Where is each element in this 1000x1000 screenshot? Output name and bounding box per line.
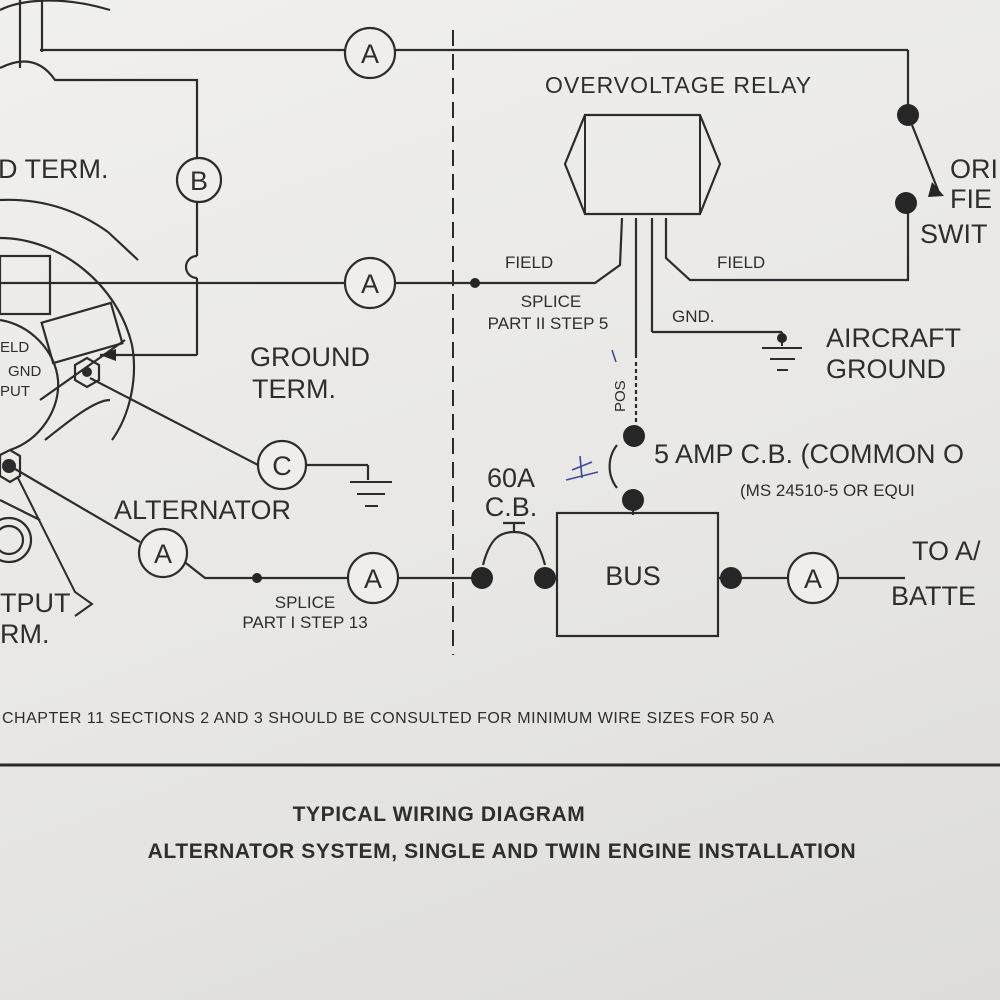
splice-2-label: SPLICE [521,292,581,311]
connector-a-field: A [343,256,397,310]
svg-text:B: B [190,166,208,196]
field-term-label: D TERM. [0,154,109,184]
connector-a-top: A [343,26,397,80]
bus-box [555,511,720,638]
ground-term-arrowhead [100,349,116,361]
hub-label-output: PUT [0,383,30,400]
field-switch-label-1: ORI [950,154,998,184]
output-term-label-2: RM. [0,619,50,649]
battery-label-2: BATTE [891,581,976,611]
overvoltage-relay-box [563,113,722,216]
alternator-label: ALTERNATOR [114,495,291,525]
connector-c: C [256,439,308,491]
hub-label-gnd: GND [8,363,42,380]
connector-b: B [175,156,223,204]
hub-label-field: ELD [0,339,29,356]
pen-marks [565,349,617,481]
ground-term-label-2: TERM. [252,374,336,404]
relay-pos-label: POS [612,380,629,412]
relay-gnd-label: GND. [672,307,715,326]
caption-title: TYPICAL WIRING DIAGRAM [293,803,586,826]
ground-symbol-c [350,481,392,507]
switch-arrow [928,182,944,197]
relay-field-right-label: FIELD [717,253,765,272]
svg-text:A: A [804,564,822,594]
svg-text:A: A [154,539,172,569]
svg-text:A: A [361,269,379,299]
ground-term-label-1: GROUND [250,342,370,372]
breaker-5a-label: 5 AMP C.B. (COMMON O [654,439,964,469]
breaker-5a-spec: (MS 24510-5 OR EQUI [740,481,915,500]
output-term-label-1: TPUT [0,588,71,618]
bus-label: BUS [605,561,661,591]
aircraft-ground-label-2: GROUND [826,354,946,384]
connector-a-splice: A [346,551,400,605]
splice-1-label: SPLICE [275,593,335,612]
breaker-60a-cb: C.B. [485,492,538,522]
ground-terminal-post [82,367,92,377]
splice-1-step: PART I STEP 13 [242,613,367,632]
connector-a-output: A [137,527,189,579]
output-terminal-post [2,459,16,473]
wires [0,0,940,580]
svg-text:A: A [364,564,382,594]
battery-label-1: TO A/ [912,536,981,566]
output-leader [17,477,94,617]
svg-text:C: C [272,451,292,481]
splice-2-step: PART II STEP 5 [488,314,609,333]
aircraft-ground-label-1: AIRCRAFT [826,323,961,353]
relay-title: OVERVOLTAGE RELAY [545,72,812,98]
alternator-body [0,0,139,564]
field-switch-label-2: FIE [950,184,992,214]
caption-subtitle: ALTERNATOR SYSTEM, SINGLE AND TWIN ENGIN… [148,840,857,863]
svg-text:A: A [361,39,379,69]
connector-a-battery: A [786,551,840,605]
footnote: CHAPTER 11 SECTIONS 2 AND 3 SHOULD BE CO… [2,710,774,727]
breaker-60a-label: 60A [487,463,535,493]
terminal-dots [252,104,919,589]
field-switch-label-3: SWIT [920,219,988,249]
relay-field-left-label: FIELD [505,253,553,272]
